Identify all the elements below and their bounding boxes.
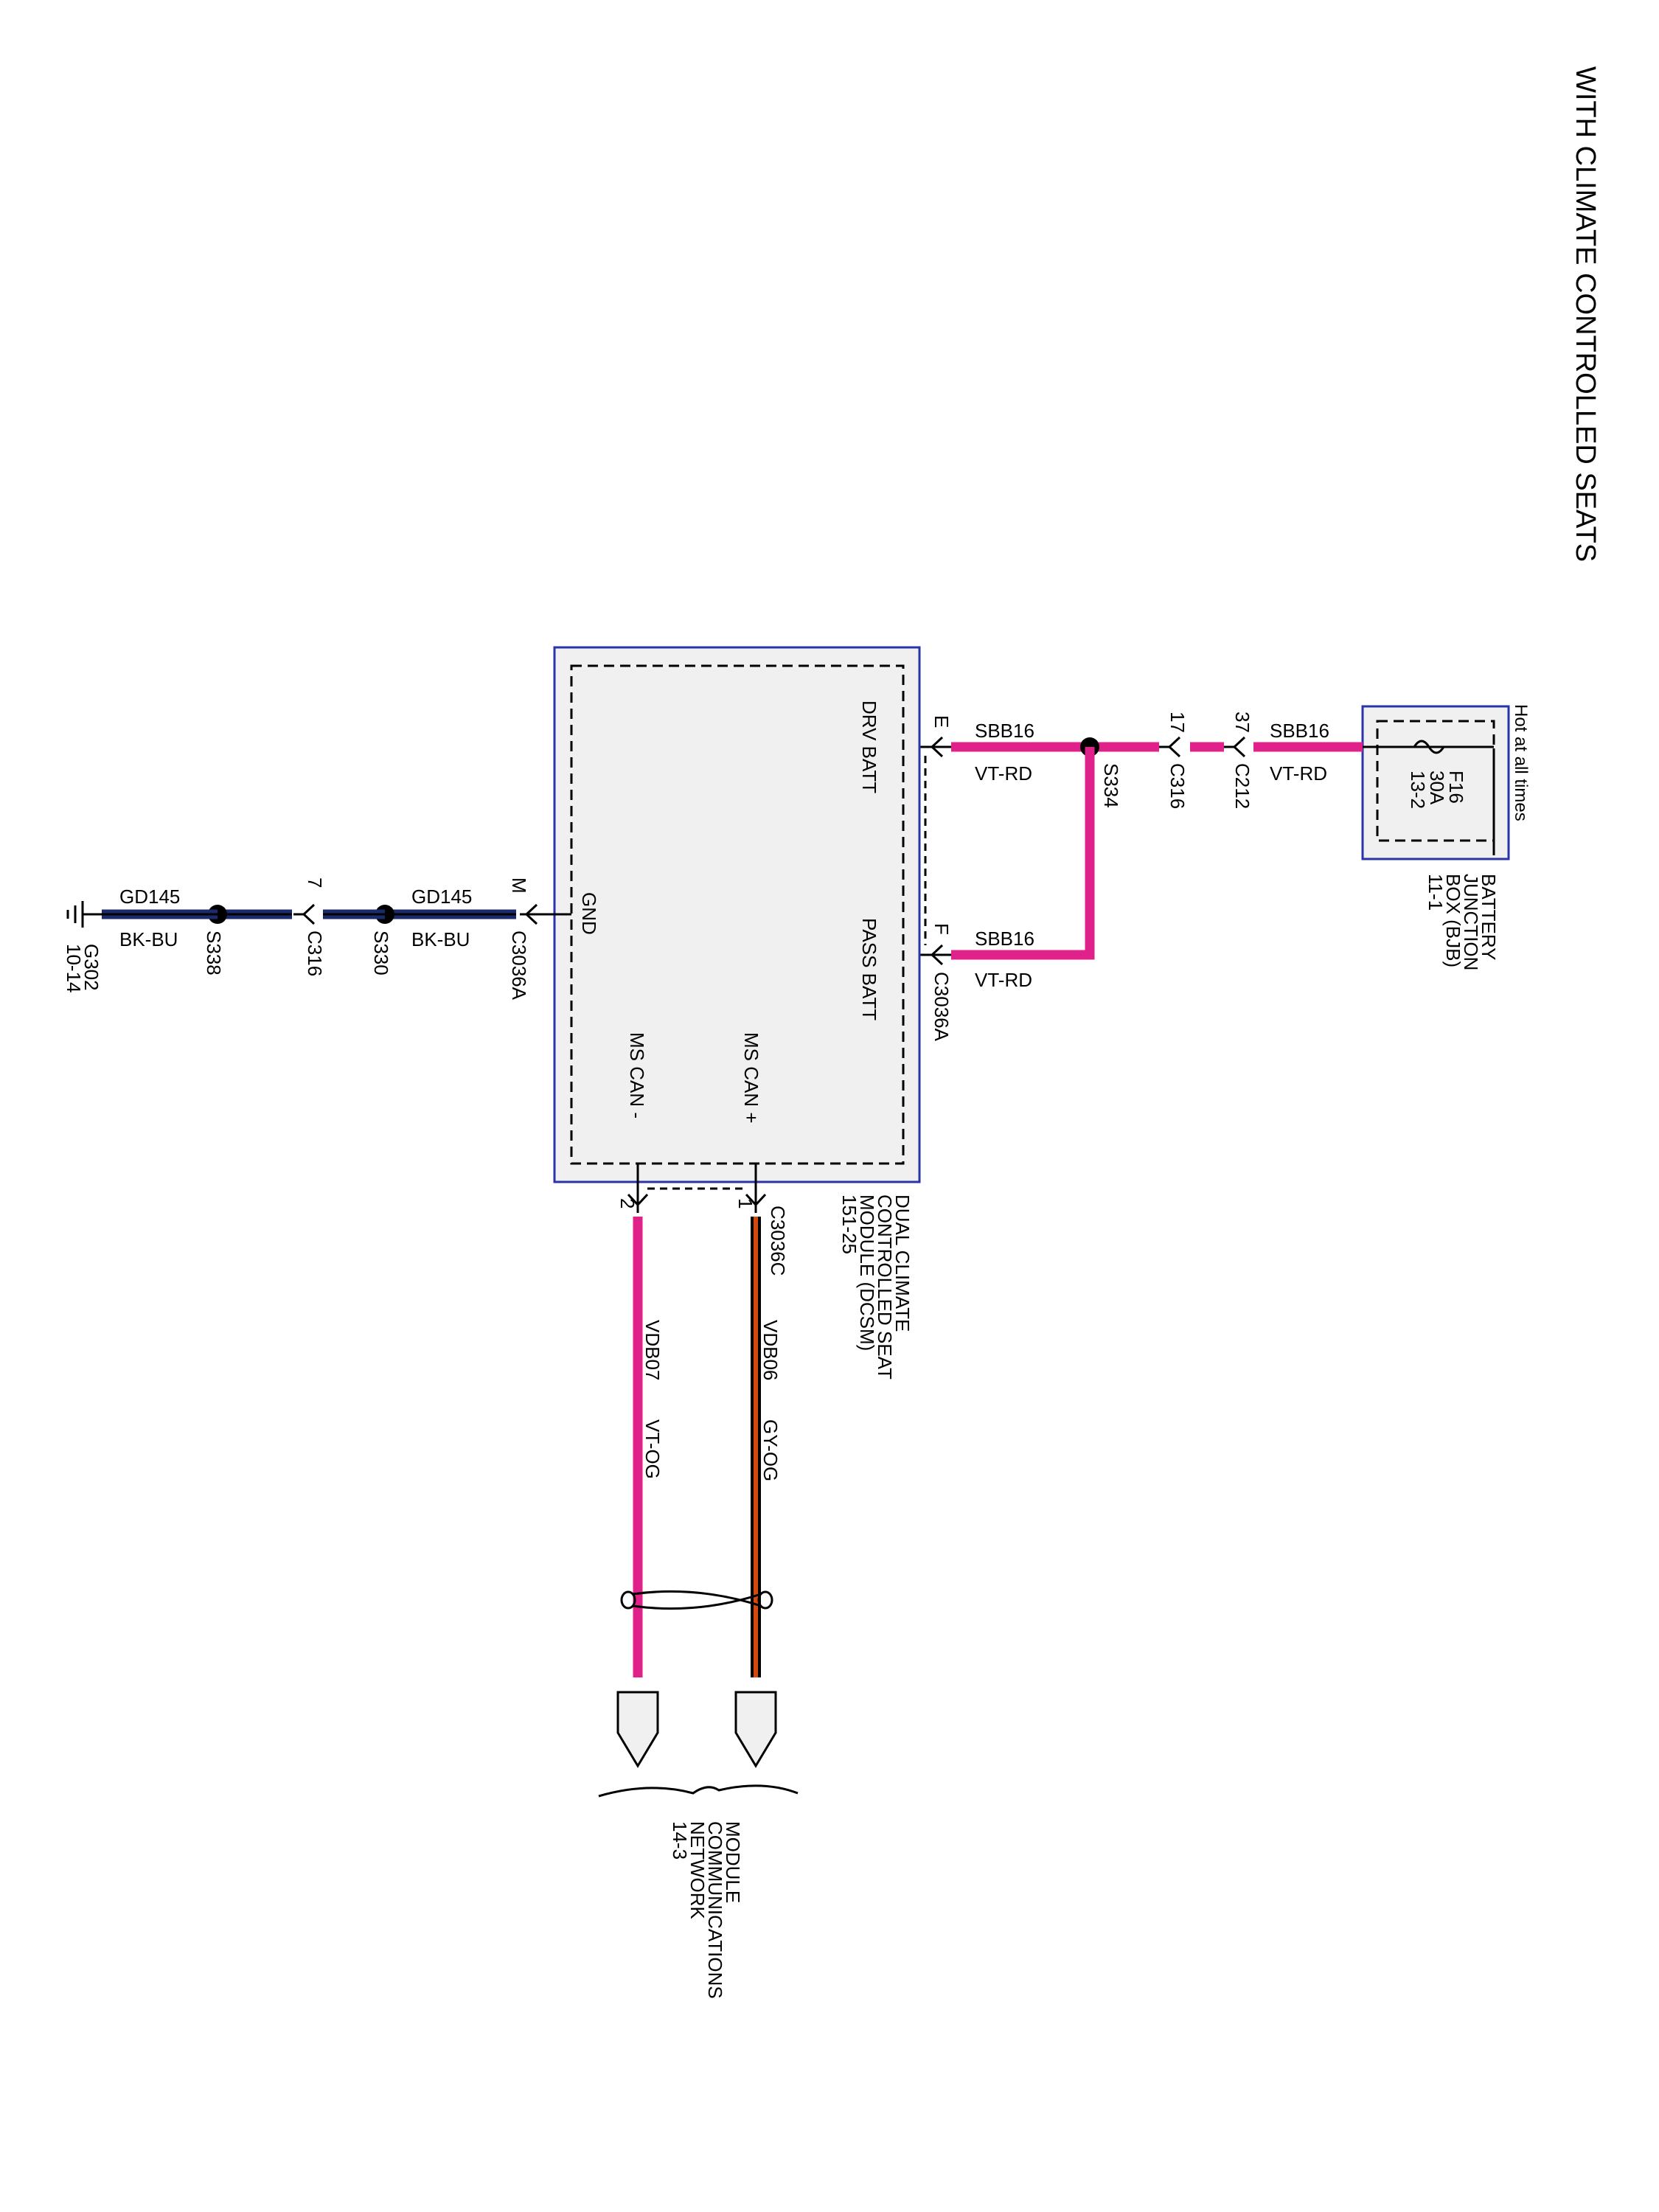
fuse-id: F16 [1445, 771, 1467, 804]
gnd-color-lower: BK-BU [119, 928, 178, 950]
dcsm-name-line2: CONTROLLED SEAT [874, 1194, 896, 1380]
dcsm-outline [553, 646, 921, 1183]
dcsm-name-line4: 151-25 [838, 1194, 860, 1254]
bjb-name-line2: JUNCTION [1460, 874, 1482, 970]
gnd-color-upper: BK-BU [411, 928, 470, 950]
gnd-pin-connector-icon [524, 903, 538, 925]
bjb-name-line4: 11-1 [1425, 874, 1447, 911]
can-bus: 1 2 C3036C VDB06 GY-OG VDB07 VT-OG MODUL… [598, 1164, 799, 1999]
can-minus-offpage-arrow [616, 1691, 659, 1768]
fuse-symbol-icon [1413, 740, 1445, 754]
dcsm-name-line1: DUAL CLIMATE [891, 1194, 914, 1332]
ground-point-label: G302 [80, 944, 102, 991]
splice-s334-label: S334 [1100, 763, 1122, 808]
battery-junction-box: Hot at all times F16 30A 13-2 BATTERY JU… [1361, 704, 1531, 970]
gnd-circuit-upper: GD145 [411, 886, 472, 908]
splice-s330-label: S330 [370, 931, 392, 975]
c316-gnd-pin: 7 [304, 877, 326, 888]
wire-sbb16-pass-branch [951, 747, 1095, 960]
c212-connector-icon [1222, 736, 1246, 758]
network-line2: COMMUNICATIONS [704, 1821, 726, 1999]
ground-ref-label: 10-14 [63, 944, 85, 993]
drv-pin-letter: E [931, 715, 953, 728]
pass-connector-label: C3036A [931, 972, 953, 1042]
page-title: WITH CLIMATE CONTROLLED SEATS [1570, 66, 1601, 562]
bjb-outline [1361, 705, 1510, 860]
ground-circuit: M C3036A GD145 BK-BU S330 7 C316 S338 GD… [63, 877, 571, 1001]
c316-feed-pin: 17 [1166, 712, 1189, 733]
feed-circuit-drv: SBB16 [975, 720, 1034, 742]
can-minus-connector-icon [627, 1193, 649, 1207]
network-bracket [598, 1784, 799, 1798]
pin-drv-batt: DRV BATT [858, 700, 880, 793]
c212-label: C212 [1231, 763, 1253, 809]
fuse-rating: 30A [1426, 771, 1448, 805]
vdb07-circuit: VDB07 [641, 1320, 664, 1380]
c316-gnd-label: C316 [304, 931, 326, 976]
network-line3: NETWORK [686, 1821, 709, 1920]
bjb-inner-dashed [1376, 720, 1495, 842]
dcsm-inner-dashed [570, 664, 905, 1165]
network-line4: 14-3 [669, 1821, 691, 1860]
pass-pin-letter: F [931, 923, 953, 935]
feed-color-pass: VT-RD [975, 969, 1032, 991]
c316-feed-label: C316 [1166, 763, 1189, 809]
feed-color-drv: VT-RD [975, 762, 1032, 785]
gnd-connector-label: C3036A [508, 931, 530, 1001]
power-feed-circuit: 37 C212 17 C316 S334 SBB16 VT-RD SBB16 V… [903, 712, 1363, 1042]
can-connector-label: C3036C [767, 1206, 789, 1276]
ground-symbol-icon [66, 901, 84, 928]
network-line1: MODULE [722, 1821, 744, 1903]
pass-pin-connector-icon [930, 944, 944, 966]
gnd-pin-letter: M [508, 877, 530, 894]
hot-at-all-times-label: Hot at all times [1511, 704, 1531, 821]
c316-gnd-connector-icon [293, 903, 316, 925]
fuse-ref: 13-2 [1407, 771, 1429, 809]
pin-ms-can-minus: MS CAN - [626, 1032, 648, 1119]
gnd-circuit-lower: GD145 [119, 886, 180, 908]
twisted-pair-icon [620, 1590, 773, 1610]
can-plus-offpage-arrow [734, 1691, 777, 1768]
vdb07-color: VT-OG [641, 1419, 664, 1479]
vdb06-circuit: VDB06 [759, 1320, 782, 1380]
bjb-name-line1: BATTERY [1478, 874, 1500, 961]
pin-pass-batt: PASS BATT [858, 918, 880, 1020]
feed-circuit-upper: SBB16 [1270, 720, 1329, 742]
vdb06-color: GY-OG [759, 1419, 782, 1481]
feed-color-upper: VT-RD [1270, 762, 1327, 785]
dcsm-name-line3: MODULE (DCSM) [856, 1194, 878, 1351]
pin-gnd: GND [578, 892, 600, 935]
dcsm-module: DRV BATT PASS BATT GND MS CAN + MS CAN -… [553, 646, 921, 1380]
feed-circuit-pass: SBB16 [975, 928, 1034, 950]
can-plus-connector-icon [745, 1193, 767, 1207]
can-minus-pin: 2 [616, 1198, 639, 1208]
drv-pin-connector-icon [930, 736, 944, 758]
pin-ms-can-plus: MS CAN + [740, 1032, 762, 1124]
c212-pin: 37 [1231, 712, 1253, 733]
c316-feed-connector-icon [1158, 736, 1181, 758]
splice-s338-label: S338 [203, 931, 225, 975]
can-plus-pin: 1 [734, 1198, 757, 1208]
bjb-name-line3: BOX (BJB) [1442, 874, 1464, 967]
